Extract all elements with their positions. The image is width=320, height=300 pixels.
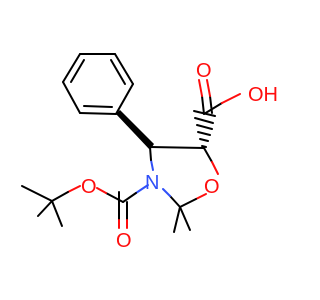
oxazolidine-ring: [149, 146, 219, 208]
acid-carbonyl-o-label: O: [196, 60, 212, 82]
hash: [196, 124, 213, 130]
boc-ester-o-label: O: [81, 176, 97, 198]
bond: [110, 59, 126, 85]
structure-svg: OH O O N O O: [21, 53, 278, 252]
gem-dimethyl: [173, 206, 191, 233]
bond: [122, 192, 137, 203]
bond: [149, 146, 152, 161]
bond: [83, 105, 113, 108]
bond: [70, 59, 85, 83]
bond: [79, 112, 117, 115]
bond: [211, 161, 219, 175]
bond: [96, 187, 107, 194]
phenyl-ring: [62, 53, 134, 115]
bond: [203, 147, 213, 163]
bond: [37, 200, 53, 217]
bond: [105, 192, 124, 203]
hash: [199, 138, 209, 142]
hash: [194, 117, 214, 124]
molecule-diagram: OH O O N O O: [21, 53, 278, 252]
carboxylic-acid: [198, 79, 241, 115]
bond: [114, 53, 134, 85]
boc-group: [21, 184, 149, 229]
bond: [179, 206, 191, 231]
bond: [135, 184, 149, 194]
bond: [62, 81, 81, 114]
bond: [173, 206, 181, 233]
hash: [197, 131, 211, 136]
hash: [201, 145, 207, 148]
bond: [51, 191, 69, 202]
boc-carbonyl-o-label: O: [116, 230, 132, 252]
bond: [150, 159, 154, 171]
bond: [203, 102, 223, 115]
acid-oh-label: OH: [248, 84, 278, 106]
bond: [115, 83, 134, 115]
bond: [62, 53, 81, 83]
bond: [169, 195, 181, 208]
bond: [198, 79, 203, 97]
bond: [67, 185, 81, 193]
bond: [179, 198, 197, 208]
bond: [206, 79, 211, 97]
bond: [162, 188, 171, 197]
bond: [195, 193, 207, 200]
bond: [221, 93, 241, 104]
bond: [149, 146, 205, 149]
bond: [51, 200, 63, 227]
ring-n-label: N: [145, 172, 159, 194]
wedge-bond: [116, 110, 154, 150]
ring-o-label: O: [204, 176, 220, 198]
bond: [201, 95, 205, 115]
hashed-wedge-bond: [193, 110, 216, 148]
bond: [21, 185, 53, 202]
